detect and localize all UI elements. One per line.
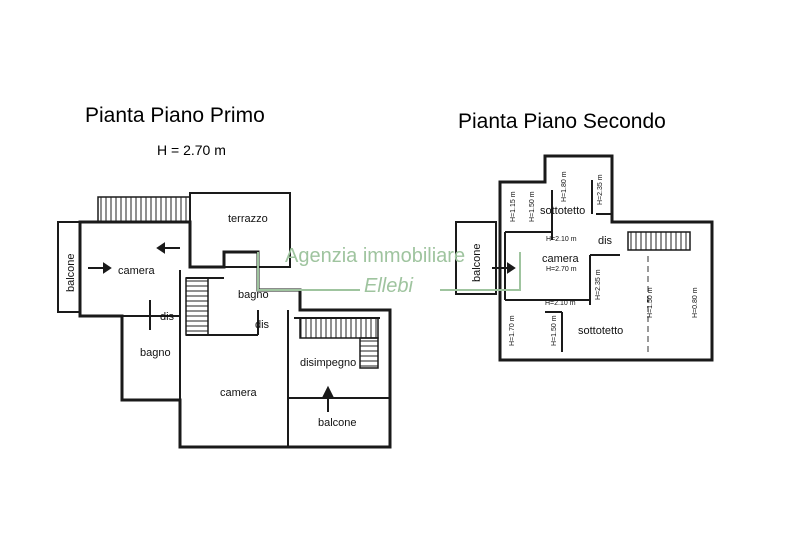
room-label-bagno-center: bagno bbox=[238, 289, 269, 301]
room-label-camera-center: camera bbox=[220, 387, 258, 399]
agency-watermark: Agenzia immobiliare Ellebi bbox=[257, 245, 521, 297]
height-note-2: H=1.50 m bbox=[529, 191, 536, 222]
room-label-dis-second: dis bbox=[598, 235, 613, 247]
height-note-6: H=2.70 m bbox=[546, 266, 577, 273]
room-label-sottotetto-bottom: sottotetto bbox=[578, 325, 623, 337]
second-floor-outer-wall bbox=[498, 154, 714, 362]
height-note-11: H=1.50 m bbox=[647, 287, 654, 318]
room-label-balcone-left: balcone bbox=[65, 253, 77, 292]
height-note-1: H=1.15 m bbox=[510, 191, 517, 222]
height-note-4: H=2.35 m bbox=[597, 174, 604, 205]
first-floor-stairs-right bbox=[299, 317, 379, 339]
watermark-line1: Agenzia immobiliare bbox=[285, 245, 465, 267]
height-note-7: H=2.35 m bbox=[595, 269, 602, 300]
second-floor-plan bbox=[455, 154, 714, 362]
room-label-terrazzo: terrazzo bbox=[228, 213, 268, 225]
room-label-sottotetto-top: sottotetto bbox=[540, 205, 585, 217]
height-note-5: H=2.10 m bbox=[546, 236, 577, 243]
entry-arrows-first bbox=[88, 242, 334, 412]
second-floor-title: Pianta Piano Secondo bbox=[458, 110, 666, 133]
first-floor-height-note: H = 2.70 m bbox=[157, 142, 226, 158]
first-floor-stairs-left bbox=[185, 277, 209, 336]
watermark-frame bbox=[257, 252, 521, 291]
height-note-3: H=1.80 m bbox=[561, 171, 568, 202]
room-label-disimpegno: disimpegno bbox=[300, 357, 356, 369]
room-label-balcone-bottom: balcone bbox=[318, 417, 357, 429]
terrazzo-outline bbox=[189, 192, 291, 268]
room-label-bagno-left: bagno bbox=[140, 347, 171, 359]
first-floor-stairs-side bbox=[359, 337, 379, 369]
room-label-camera-left: camera bbox=[118, 265, 156, 277]
top-stairs bbox=[97, 196, 191, 223]
height-note-12: H=0.80 m bbox=[692, 287, 699, 318]
balcone-right-outline bbox=[455, 221, 497, 295]
second-floor-stairs bbox=[627, 231, 691, 251]
room-label-dis-left: dis bbox=[160, 311, 175, 323]
watermark-line2: Ellebi bbox=[364, 275, 413, 297]
first-floor-title: Pianta Piano Primo bbox=[85, 104, 265, 127]
second-floor-inner-walls bbox=[504, 180, 620, 352]
first-floor-outer-wall bbox=[78, 220, 392, 449]
height-note-8: H=2.10 m bbox=[545, 300, 576, 307]
height-note-10: H=1.50 m bbox=[551, 315, 558, 346]
room-label-dis-center: dis bbox=[255, 319, 270, 331]
height-note-9: H=1.70 m bbox=[509, 315, 516, 346]
entry-arrow-second bbox=[492, 262, 516, 274]
room-label-balcone-right: balcone bbox=[471, 243, 483, 282]
room-label-camera-second: camera bbox=[542, 253, 580, 265]
